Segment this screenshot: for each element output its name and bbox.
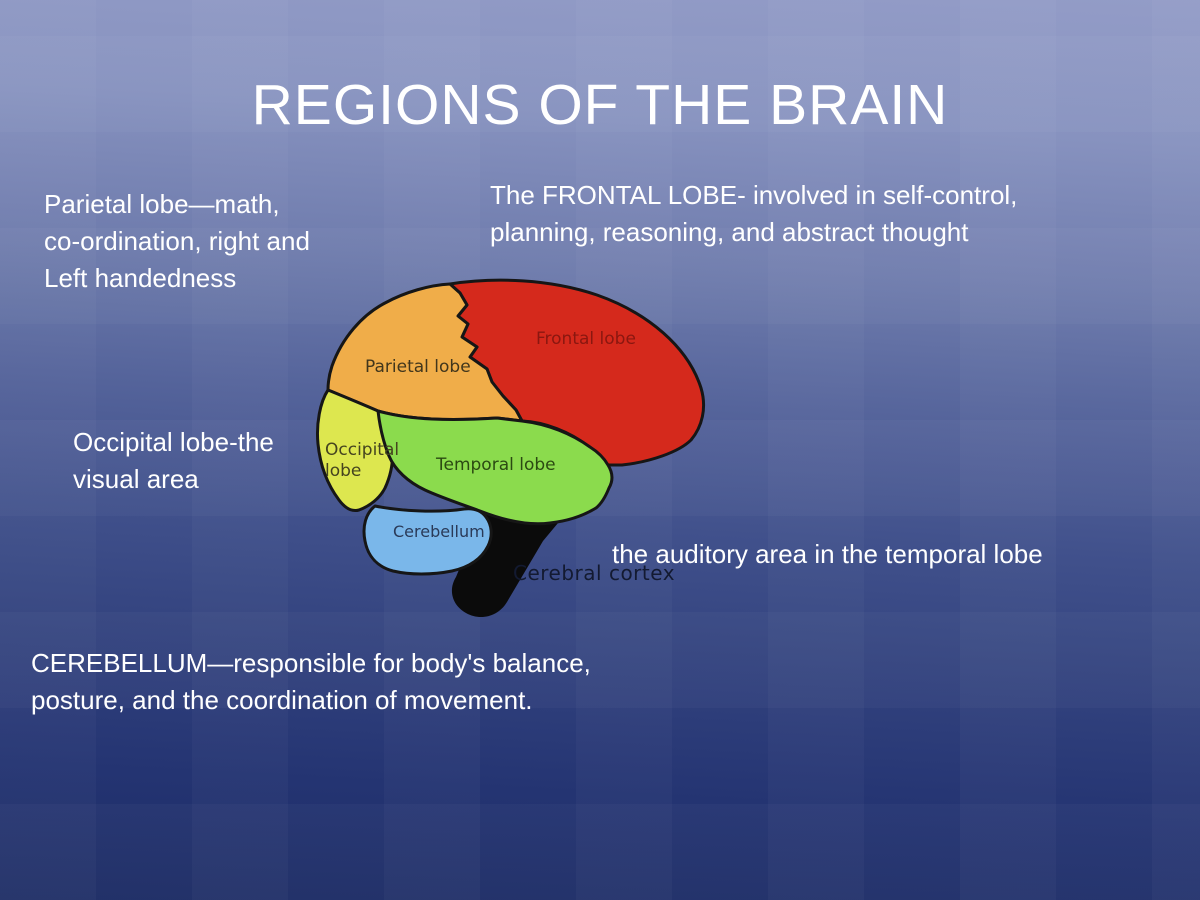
brain-diagram: Frontal lobe Parietal lobe Occipital lob… bbox=[300, 270, 720, 630]
brain-diagram-svg bbox=[316, 278, 706, 618]
auditory-annotation: the auditory area in the temporal lobe bbox=[612, 539, 1043, 569]
cerebral-cortex-label: Cerebral cortex bbox=[513, 561, 676, 585]
occipital-annotation: Occipital lobe-the visual area bbox=[73, 427, 274, 494]
cerebellum-shape bbox=[362, 504, 493, 576]
temporal-lobe-shape bbox=[376, 409, 614, 526]
cerebellum-label: Cerebellum bbox=[393, 522, 485, 541]
cerebellum-annotation: CEREBELLUM—responsible for body's balanc… bbox=[31, 648, 591, 715]
occipital-lobe-label: Occipital lobe bbox=[325, 440, 400, 481]
slide-title: REGIONS OF THE BRAIN bbox=[251, 73, 949, 137]
parietal-lobe-label: Parietal lobe bbox=[365, 357, 471, 377]
temporal-lobe-label: Temporal lobe bbox=[436, 455, 556, 475]
parietal-annotation: Parietal lobe—math, co-ordination, right… bbox=[44, 189, 310, 293]
frontal-lobe-label: Frontal lobe bbox=[536, 329, 636, 349]
frontal-annotation: The FRONTAL LOBE- involved in self-contr… bbox=[490, 180, 1018, 247]
